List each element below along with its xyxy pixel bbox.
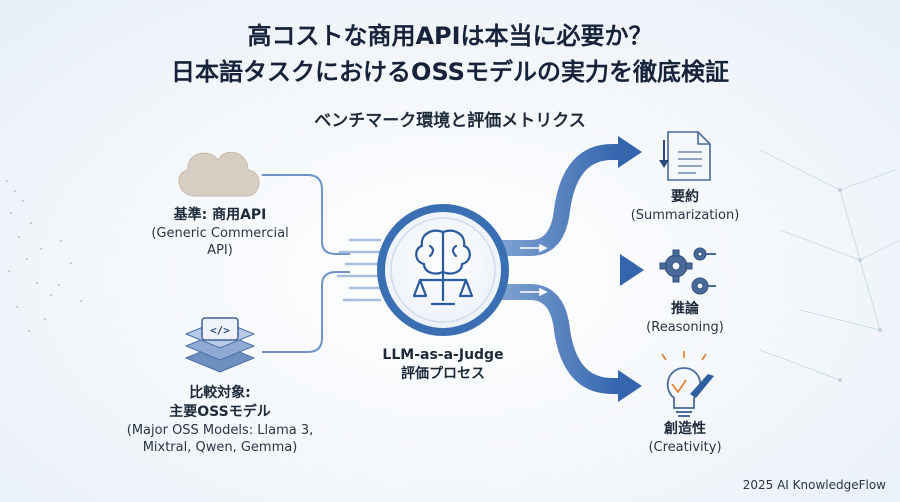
arrowhead-creativity xyxy=(618,370,642,402)
gears-icon xyxy=(659,247,716,295)
subtitle: ベンチマーク環境と評価メトリクス xyxy=(314,111,586,131)
comparison-label-line2: Mixtral, Qwen, Gemma) xyxy=(142,440,298,456)
judge-label: LLM-as-a-Judge 評価プロセス xyxy=(363,346,523,384)
svg-text:</>: </> xyxy=(210,324,230,337)
lightbulb-icon xyxy=(661,351,714,417)
arrowhead-reasoning xyxy=(620,254,644,286)
comparison-label-bold2: 主要OSSモデル xyxy=(169,403,271,420)
output-summarization-label: 要約 (Summarization) xyxy=(620,188,750,224)
arrowhead-summarization xyxy=(618,136,642,168)
decorative-network-right xyxy=(759,149,900,381)
title-line-2: 日本語タスクにおけるOSSモデルの実力を徹底検証 xyxy=(171,58,729,86)
incoming-speed-lines xyxy=(336,238,382,302)
output-reasoning-sub: (Reasoning) xyxy=(646,319,724,335)
decorative-network-nodes xyxy=(838,188,882,382)
footer-credit: 2025 AI KnowledgeFlow xyxy=(742,478,886,492)
stream-markers xyxy=(520,243,588,297)
comparison-label-bold1: 比較対象: xyxy=(189,385,251,401)
output-summarization-bold: 要約 xyxy=(671,189,699,205)
arrow-to-summarization xyxy=(500,144,620,256)
judge-label-line1: LLM-as-a-Judge xyxy=(382,347,504,363)
output-creativity-bold: 創造性 xyxy=(664,421,706,437)
judge-label-line2: 評価プロセス xyxy=(401,365,485,382)
decorative-dots-left xyxy=(6,180,82,332)
title-line-1: 高コストな商用APIは本当に必要か？ xyxy=(247,22,653,50)
stacked-layers-code-icon: </> xyxy=(184,317,256,373)
comparison-label-line1: (Major OSS Models: Llama 3, xyxy=(126,422,314,438)
output-creativity-label: 創造性 (Creativity) xyxy=(620,420,750,456)
output-summarization-sub: (Summarization) xyxy=(630,207,740,223)
connector-comparison xyxy=(262,271,350,353)
baseline-label-line2: API) xyxy=(207,243,233,259)
output-creativity-sub: (Creativity) xyxy=(648,439,722,455)
document-icon xyxy=(659,131,711,181)
baseline-label-line1: (Generic Commercial xyxy=(151,225,289,241)
baseline-label: 基準: 商用API (Generic Commercial API) xyxy=(140,206,300,260)
brain-scale-icon xyxy=(412,229,474,306)
arrow-heads xyxy=(618,136,644,402)
connector-baseline xyxy=(262,174,350,255)
baseline-label-bold: 基準: 商用API xyxy=(173,207,267,223)
output-reasoning-bold: 推論 xyxy=(671,301,699,317)
output-reasoning-label: 推論 (Reasoning) xyxy=(620,300,750,336)
comparison-label: 比較対象: 主要OSSモデル (Major OSS Models: Llama … xyxy=(112,384,328,457)
cloud-icon xyxy=(178,151,260,197)
